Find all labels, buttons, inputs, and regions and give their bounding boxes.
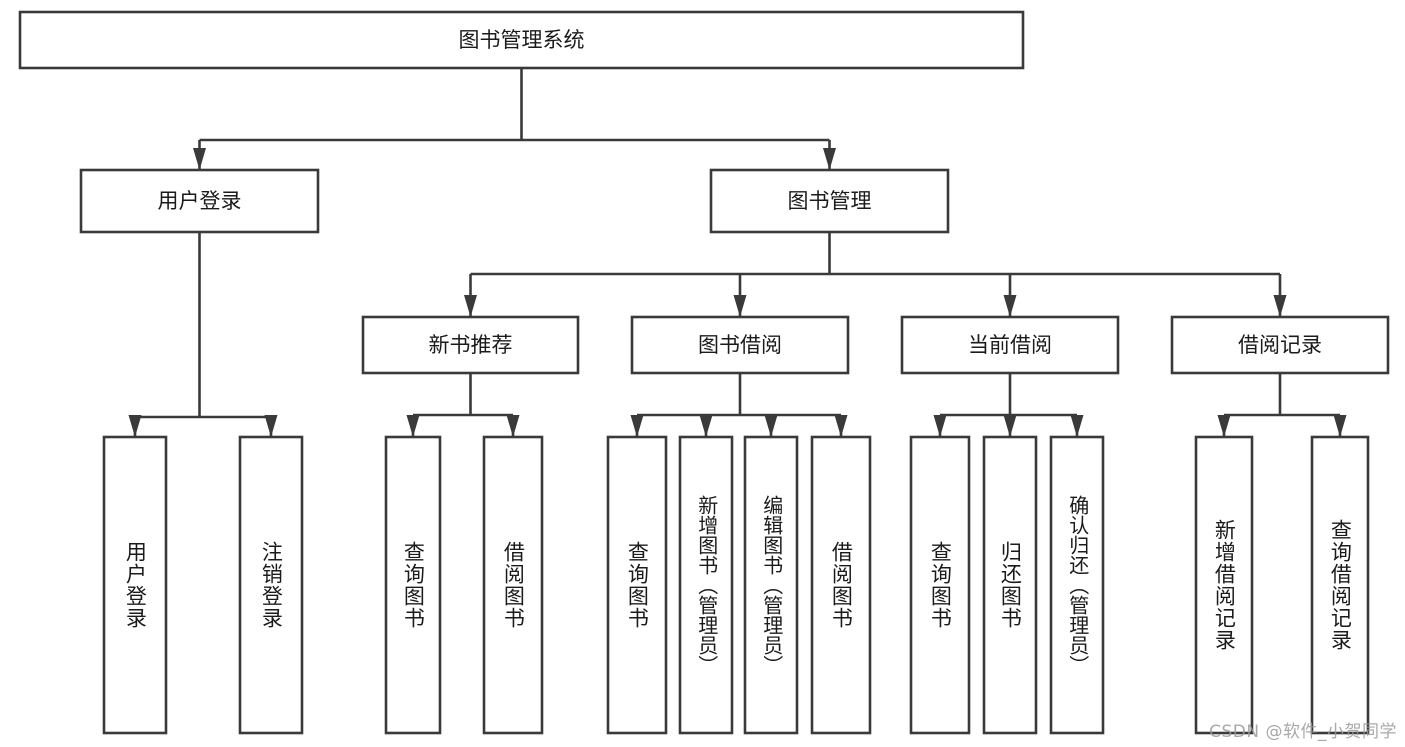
- node-new-book-rec-label: 新书推荐: [429, 333, 513, 357]
- arrow-icon-book-manage-to-current-borrow: [1003, 295, 1017, 317]
- leaf-box-leaf-confirm-return[interactable]: [1049, 435, 1105, 735]
- arrow-icon-book-manage-to-book-borrow: [733, 295, 747, 317]
- node-book-borrow-label: 图书借阅: [698, 333, 782, 357]
- node-user-login[interactable]: [79, 168, 320, 234]
- arrow-icon-book-manage-to-new-book-rec: [464, 295, 477, 317]
- arrow-icon-root-to-user-login: [193, 148, 206, 170]
- arrow-icon-book-borrow-to-leaf-query-book-borrow: [630, 415, 644, 437]
- arrow-icon-user-login-to-leaf-logout: [264, 415, 278, 437]
- leaf-box-leaf-query-book-borrow[interactable]: [606, 435, 668, 735]
- leaf-box-leaf-borrow-book[interactable]: [810, 435, 872, 735]
- node-book-manage[interactable]: [709, 168, 950, 234]
- leaf-box-leaf-user-login[interactable]: [102, 435, 168, 735]
- leaf-box-leaf-borrow-book-rec[interactable]: [482, 435, 544, 735]
- leaf-box-leaf-return-book[interactable]: [982, 435, 1038, 735]
- arrow-icon-book-borrow-to-leaf-edit-book: [764, 415, 778, 437]
- arrow-icon-book-borrow-to-leaf-add-book: [699, 415, 713, 437]
- node-book-borrow[interactable]: [630, 315, 850, 375]
- arrow-icon-current-borrow-to-leaf-query-book-cur: [933, 415, 947, 437]
- leaf-box-leaf-edit-book[interactable]: [743, 435, 799, 735]
- node-current-borrow[interactable]: [900, 315, 1120, 375]
- node-borrow-record-label: 借阅记录: [1238, 333, 1322, 357]
- node-root[interactable]: [18, 10, 1025, 70]
- leaf-box-leaf-add-record[interactable]: [1194, 435, 1254, 735]
- arrow-icon-user-login-to-leaf-user-login: [128, 415, 142, 437]
- node-borrow-record[interactable]: [1170, 315, 1390, 375]
- arrow-icon-current-borrow-to-leaf-return-book: [1003, 415, 1017, 437]
- arrow-icon-borrow-record-to-leaf-query-record: [1333, 415, 1347, 437]
- leaf-box-leaf-query-book-rec[interactable]: [384, 435, 442, 735]
- node-new-book-rec[interactable]: [361, 315, 580, 375]
- arrow-icon-new-book-rec-to-leaf-query-book-rec: [406, 415, 420, 437]
- leaf-box-leaf-logout[interactable]: [238, 435, 304, 735]
- arrow-icon-book-manage-to-borrow-record: [1273, 295, 1287, 317]
- leaf-box-leaf-add-book[interactable]: [678, 435, 734, 735]
- arrow-icon-current-borrow-to-leaf-confirm-return: [1070, 415, 1084, 437]
- arrow-icon-new-book-rec-to-leaf-borrow-book-rec: [506, 415, 520, 437]
- arrow-icon-borrow-record-to-leaf-add-record: [1217, 415, 1231, 437]
- node-user-login-label: 用户登录: [158, 189, 242, 213]
- arrow-icon-root-to-book-manage: [823, 148, 836, 170]
- leaf-box-leaf-query-record[interactable]: [1310, 435, 1370, 735]
- connectors-layer: [128, 68, 1347, 437]
- watermark-text: CSDN @软件_小贺同学: [1209, 722, 1397, 742]
- node-root-label: 图书管理系统: [459, 28, 585, 52]
- node-current-borrow-label: 当前借阅: [968, 333, 1052, 357]
- arrow-icon-book-borrow-to-leaf-borrow-book: [834, 415, 848, 437]
- node-book-manage-label: 图书管理: [788, 189, 872, 213]
- leaf-box-leaf-query-book-cur[interactable]: [909, 435, 971, 735]
